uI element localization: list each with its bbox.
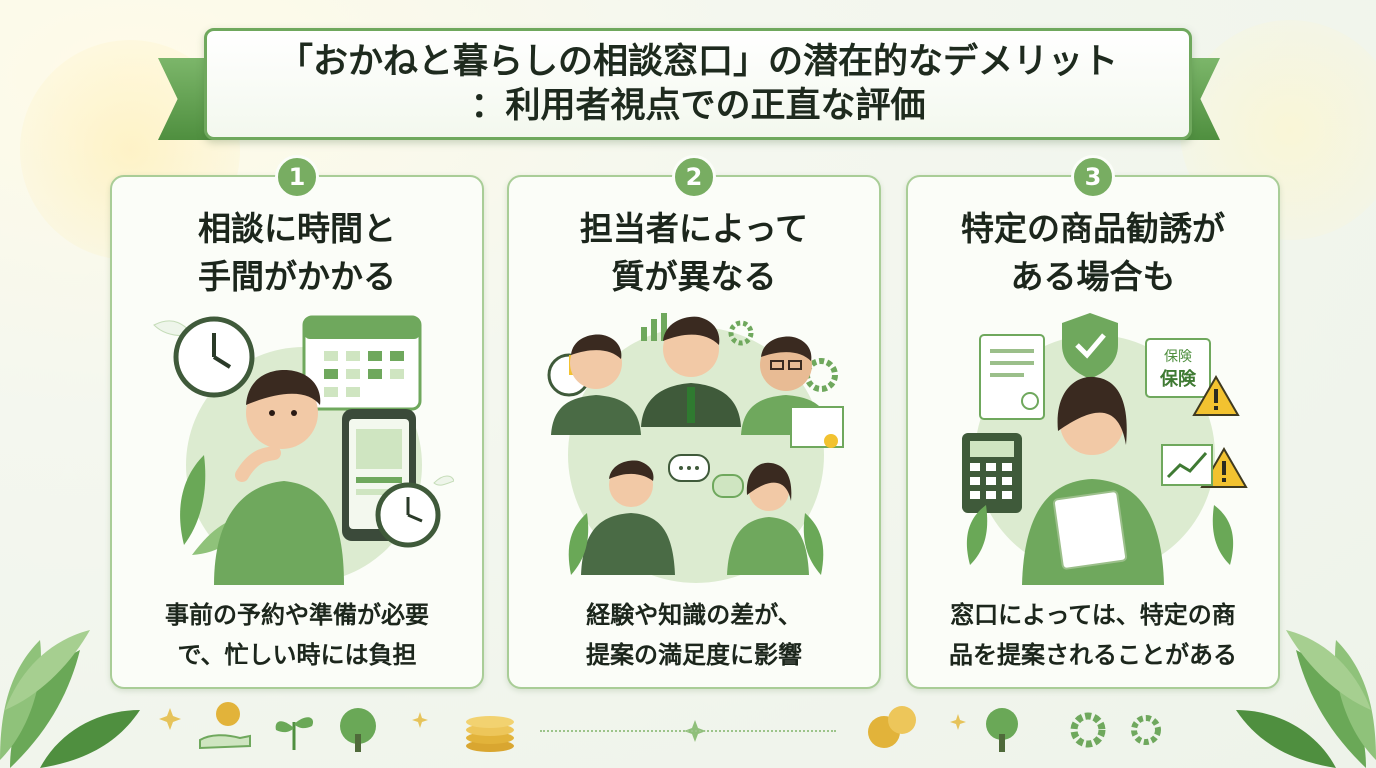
gear-icon bbox=[1131, 715, 1161, 745]
card-desc-line: 品を提案されることがある bbox=[949, 641, 1237, 669]
thinking-man-illustration bbox=[153, 315, 454, 585]
title-banner: 「おかねと暮らしの相談窓口」の潜在的なデメリット ：利用者視点での正直な評価 bbox=[204, 28, 1192, 140]
background-leaves-left bbox=[0, 630, 140, 768]
document-icon bbox=[979, 334, 1045, 420]
bar-chart-icon bbox=[641, 313, 667, 341]
card-description: 経験や知識の差が、 提案の満足度に影響 bbox=[509, 595, 879, 675]
insurance-sign: 保険 保険 bbox=[1145, 338, 1211, 398]
card-description: 窓口によっては、特定の商 品を提案されることがある bbox=[908, 595, 1278, 675]
dotted-divider bbox=[540, 730, 836, 732]
card-staff-quality: 2 担当者によって 質が異なる bbox=[507, 155, 881, 689]
gear-icon bbox=[1070, 712, 1106, 748]
staff-member-center bbox=[641, 316, 741, 427]
footer-decorations bbox=[150, 690, 1230, 768]
card-description: 事前の予約や準備が必要 で、忙しい時には負担 bbox=[112, 595, 482, 675]
sparkle-icon bbox=[412, 712, 428, 728]
card-title-line: 手間がかかる bbox=[198, 257, 396, 296]
card-title-line: ある場合も bbox=[1010, 257, 1176, 296]
sprout-icon bbox=[275, 717, 314, 750]
card-time-effort: 1 相談に時間と 手間がかかる bbox=[110, 155, 484, 689]
insurance-label-1: 保険 bbox=[1164, 349, 1192, 365]
card-number-badge: 3 bbox=[1071, 155, 1115, 199]
warning-icon bbox=[1192, 375, 1240, 416]
staff-member-left bbox=[551, 334, 641, 435]
card-title: 相談に時間と 手間がかかる bbox=[112, 205, 482, 301]
card-desc-line: 窓口によっては、特定の商 bbox=[950, 601, 1236, 629]
coin-icon bbox=[868, 706, 916, 748]
card-title-line: 質が異なる bbox=[611, 257, 777, 296]
card-title-line: 特定の商品勧誘が bbox=[961, 209, 1225, 248]
card-product-solicitation: 3 特定の商品勧誘が ある場合も 保険 保険 bbox=[906, 155, 1280, 689]
thinking-man-icon bbox=[214, 370, 344, 585]
tree-icon bbox=[340, 708, 376, 752]
consultant-woman-icon bbox=[1022, 376, 1164, 585]
speech-bubble-icon bbox=[668, 454, 710, 482]
footer-icons bbox=[159, 702, 1161, 752]
card-title-line: 相談に時間と bbox=[198, 209, 396, 248]
client-woman bbox=[727, 462, 809, 575]
card-number-badge: 2 bbox=[672, 155, 716, 199]
staff-team-illustration bbox=[547, 313, 844, 583]
tree-icon bbox=[986, 708, 1018, 752]
alarm-clock-icon bbox=[375, 475, 454, 548]
coin-stack-icon bbox=[466, 716, 514, 752]
clock-icon bbox=[153, 316, 255, 398]
hand-coin-icon bbox=[199, 702, 251, 750]
card-desc-line: 提案の満足度に影響 bbox=[586, 641, 802, 669]
growth-chart-icon bbox=[1161, 444, 1213, 486]
gear-icon bbox=[728, 320, 754, 346]
insurance-label-2: 保険 bbox=[1159, 368, 1197, 390]
shield-check-icon bbox=[1062, 313, 1118, 379]
background-leaves-right bbox=[1236, 630, 1376, 768]
card-desc-line: 事前の予約や準備が必要 bbox=[165, 601, 429, 629]
card-title: 特定の商品勧誘が ある場合も bbox=[908, 205, 1278, 301]
consultant-man bbox=[581, 460, 675, 575]
chat-bubble-icon bbox=[712, 474, 744, 498]
card-title-line: 担当者によって bbox=[579, 209, 809, 248]
title-line-1: 「おかねと暮らしの相談窓口」の潜在的なデメリット bbox=[277, 42, 1118, 82]
solicitation-illustration: 保険 保険 bbox=[962, 313, 1248, 585]
calendar-icon bbox=[302, 315, 422, 411]
calculator-icon bbox=[962, 433, 1022, 513]
card-desc-line: 経験や知識の差が、 bbox=[586, 601, 802, 629]
sparkle-icon bbox=[950, 714, 966, 730]
card-number-badge: 1 bbox=[275, 155, 319, 199]
sparkle-icon bbox=[159, 708, 181, 730]
certificate-icon bbox=[790, 406, 844, 448]
card-title: 担当者によって 質が異なる bbox=[509, 205, 879, 301]
card-desc-line: で、忙しい時には負担 bbox=[177, 641, 417, 669]
title-line-2: ：利用者視点での正直な評価 bbox=[470, 86, 926, 126]
